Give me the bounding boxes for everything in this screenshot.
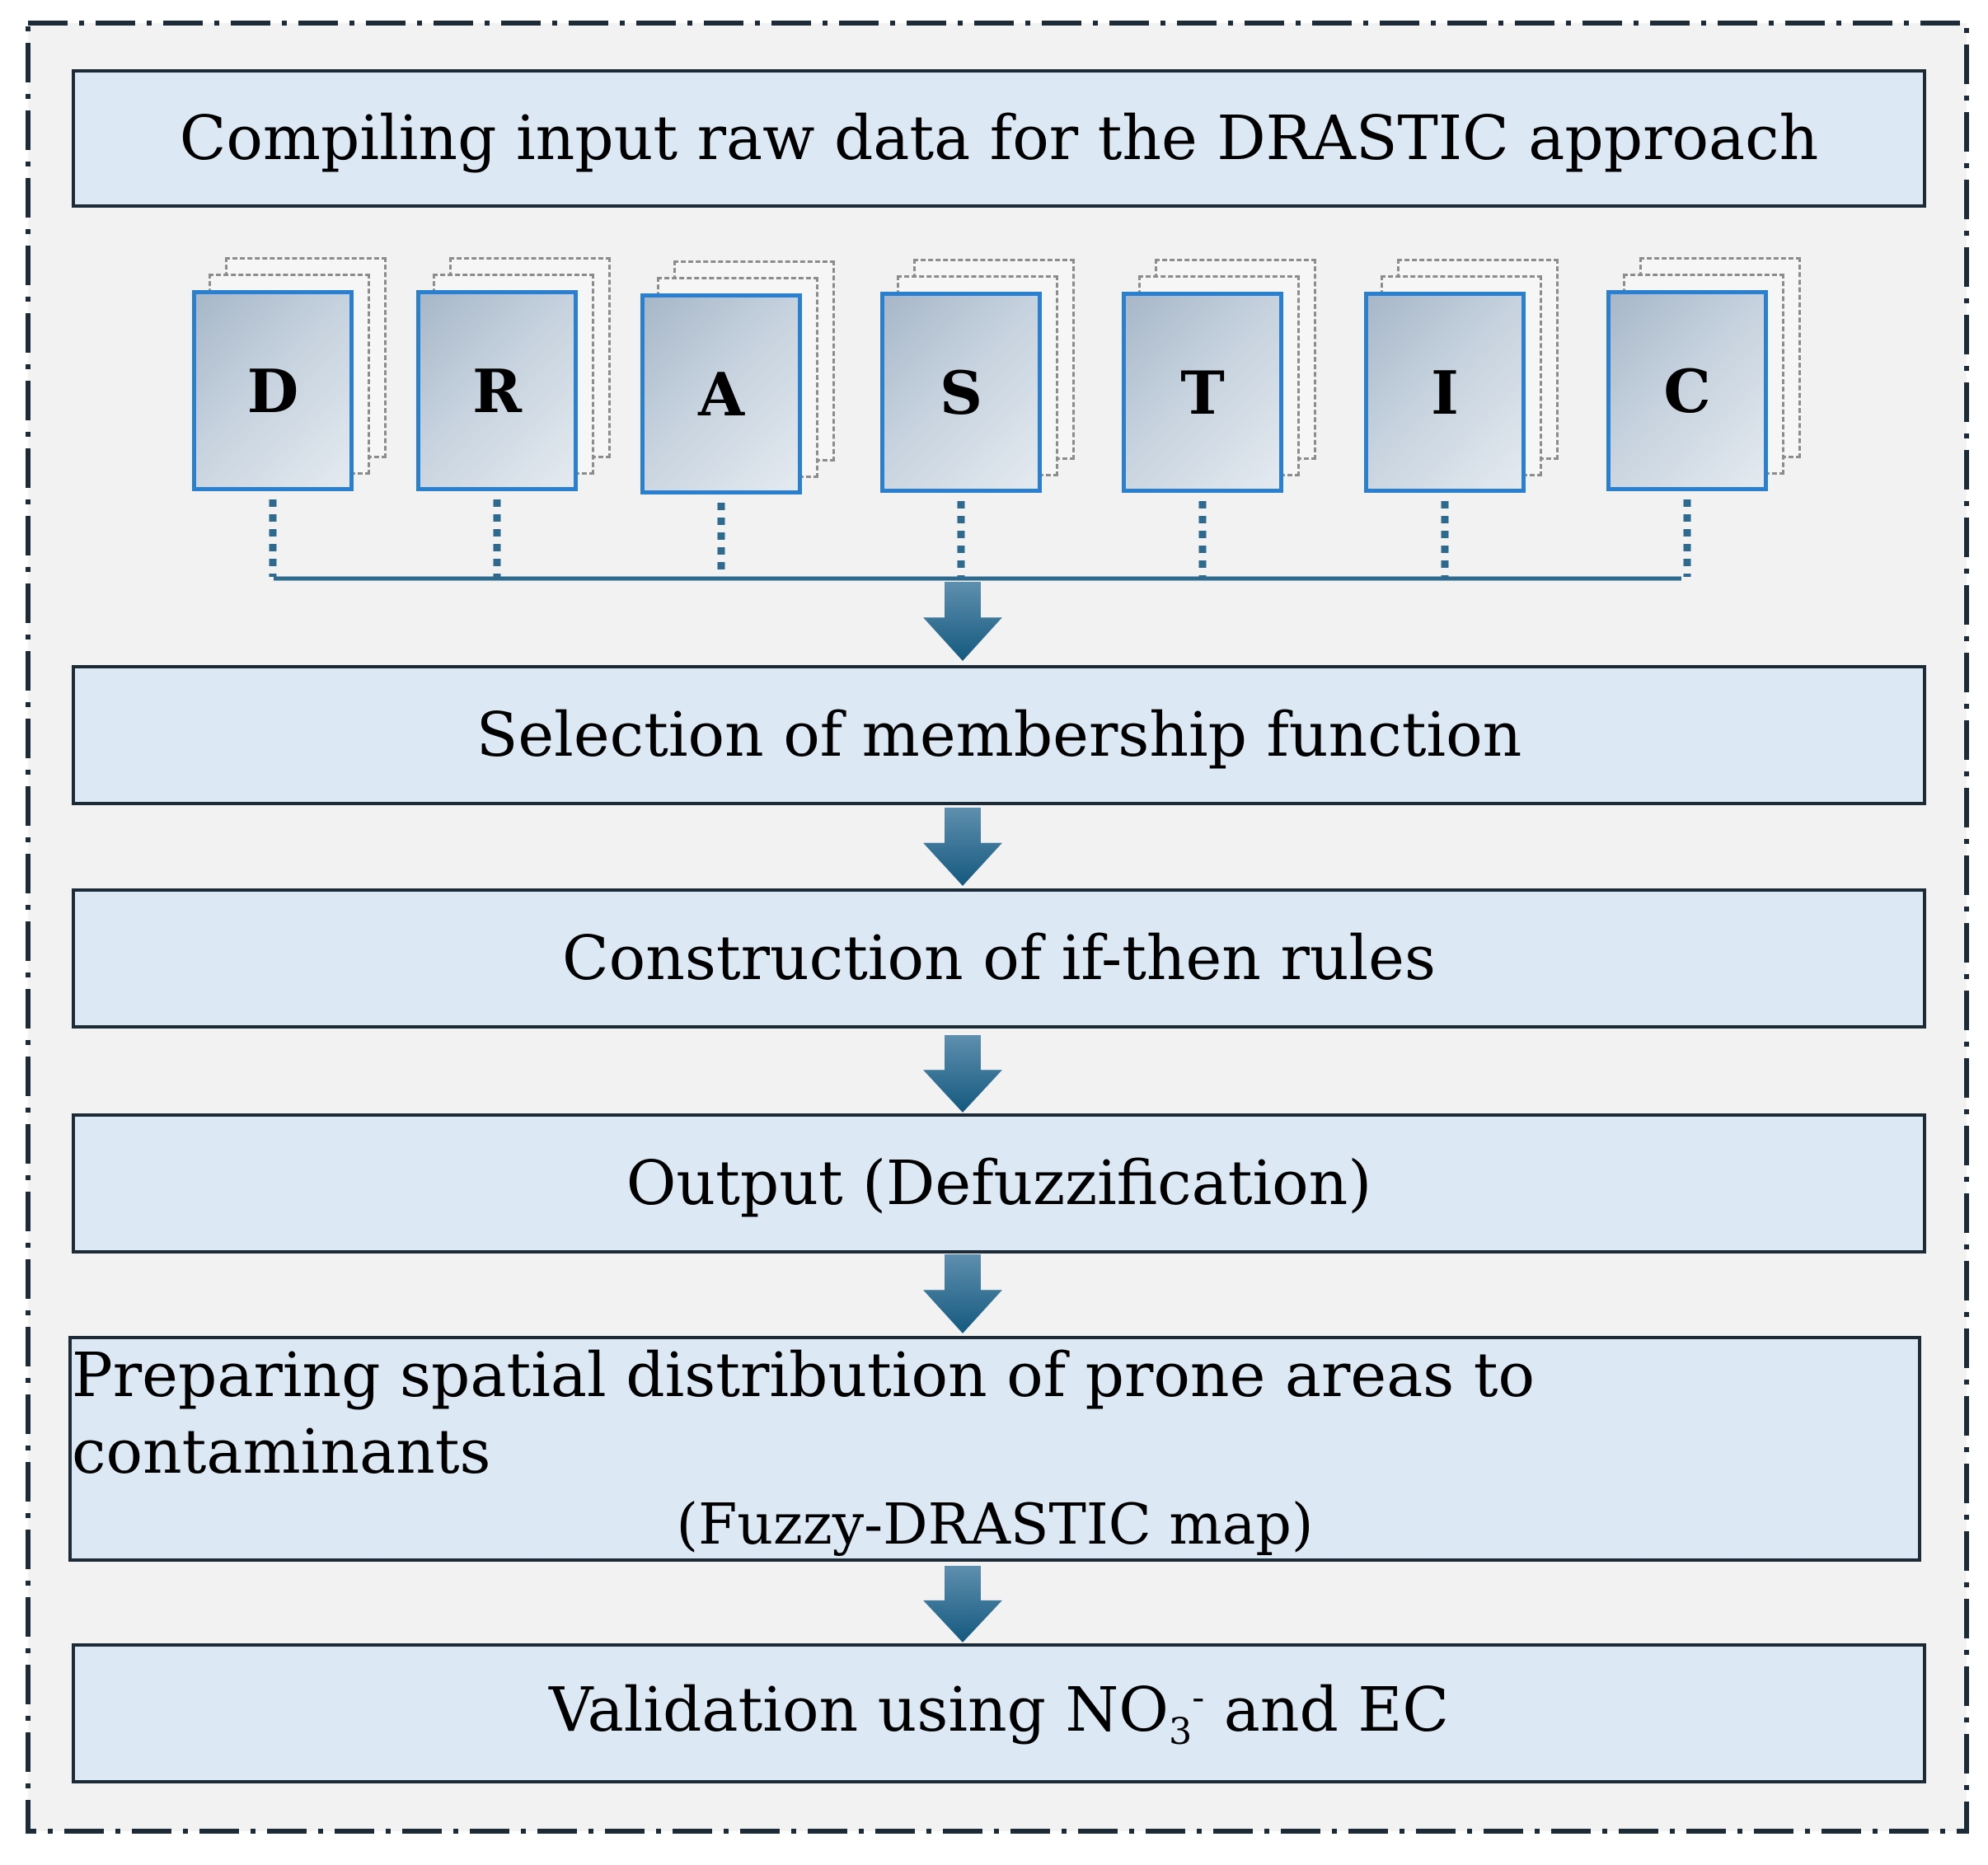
- layer-card-s: S: [880, 292, 1042, 493]
- layer-card-i: I: [1364, 292, 1526, 493]
- step-compile-data: Compiling input raw data for the DRASTIC…: [72, 69, 1926, 208]
- validation-text-suffix: and EC: [1204, 1674, 1450, 1746]
- layer-card-d: D: [192, 290, 354, 491]
- step-compile-label: Compiling input raw data for the DRASTIC…: [179, 102, 1819, 174]
- step-membership-function: Selection of membership function: [72, 665, 1926, 805]
- arrow-to-validation: [923, 1566, 1002, 1642]
- layer-card-r: R: [416, 290, 578, 491]
- step-spatial-distribution: Preparing spatial distribution of prone …: [68, 1336, 1921, 1562]
- arrow-to-membership: [923, 582, 1002, 661]
- arrow-to-spatial: [923, 1254, 1002, 1333]
- layer-card-c: C: [1606, 290, 1768, 491]
- layer-letter: S: [940, 357, 982, 428]
- step-rules-label: Construction of if-then rules: [562, 922, 1436, 994]
- step-membership-label: Selection of membership function: [476, 699, 1522, 771]
- step-spatial-label-line2: (Fuzzy-DRASTIC map): [676, 1492, 1314, 1558]
- layer-letter: R: [472, 355, 522, 426]
- layer-card-a: A: [640, 293, 802, 494]
- step-if-then-rules: Construction of if-then rules: [72, 888, 1926, 1029]
- layer-letter: D: [246, 355, 299, 426]
- arrow-to-output: [923, 1035, 1002, 1113]
- layer-letter: I: [1431, 357, 1459, 428]
- arrow-to-rules: [923, 808, 1002, 886]
- layer-letter: T: [1180, 357, 1225, 428]
- outer-dashdot-frame: [26, 21, 1969, 1834]
- layer-connectors: [269, 499, 1691, 577]
- step-defuzzification: Output (Defuzzification): [72, 1113, 1926, 1253]
- layer-letter: C: [1663, 355, 1711, 426]
- step-validation: Validation using NO3- and EC: [72, 1643, 1926, 1783]
- no3-superscript: -: [1192, 1676, 1205, 1719]
- step-validation-label: Validation using NO3- and EC: [549, 1672, 1449, 1755]
- flow-arrows: [923, 582, 1002, 1642]
- layer-letter: A: [698, 358, 744, 429]
- no3-subscript: 3: [1168, 1710, 1193, 1753]
- step-spatial-label-line1: Preparing spatial distribution of prone …: [72, 1340, 1536, 1488]
- step-output-label: Output (Defuzzification): [626, 1147, 1372, 1219]
- layer-card-t: T: [1122, 292, 1283, 493]
- validation-text-prefix: Validation using NO: [548, 1674, 1169, 1746]
